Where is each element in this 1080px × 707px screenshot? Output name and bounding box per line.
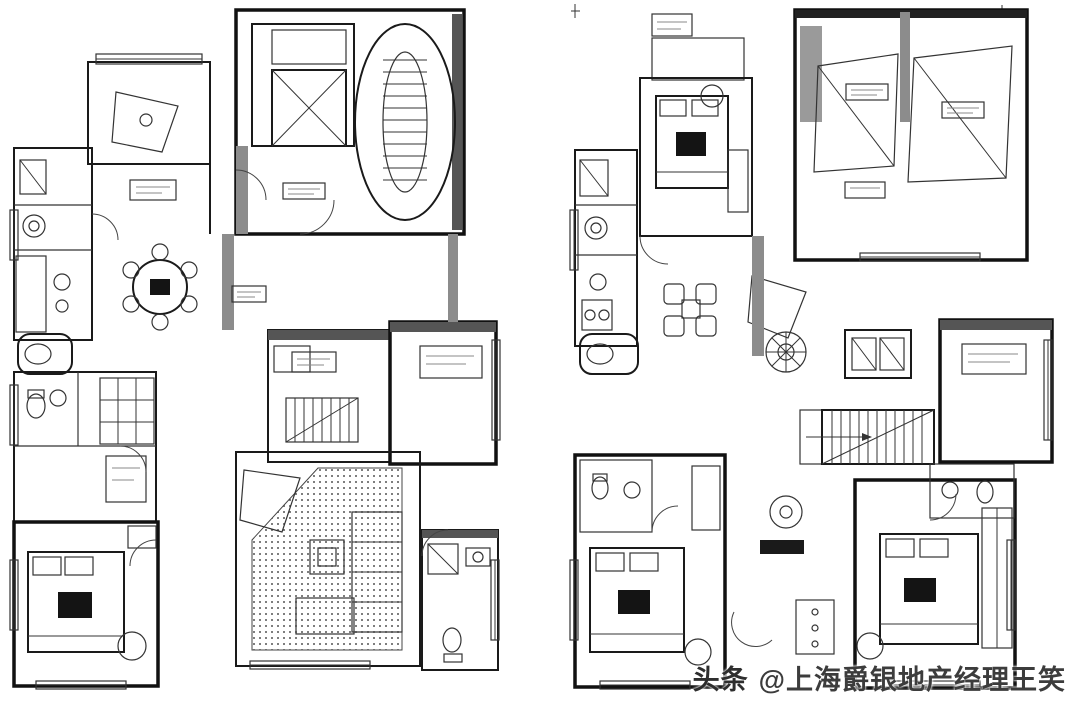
left-floor-plan	[9, 8, 501, 690]
carpet-texture	[251, 467, 403, 651]
right-mid-room	[938, 318, 1054, 464]
right-top-bedroom	[639, 13, 753, 265]
right-utility-room	[844, 329, 912, 379]
wardrobe-icon	[727, 149, 749, 213]
right-bottom-left-bedroom	[573, 453, 727, 690]
right-bottom-middle	[731, 495, 835, 655]
void-panel	[907, 45, 1013, 183]
stove-icon	[581, 299, 613, 331]
sink-icon	[49, 389, 67, 407]
sink-icon	[472, 551, 484, 563]
shower-icon	[427, 543, 459, 575]
left-windows	[9, 209, 19, 631]
elevator-icon	[271, 69, 347, 147]
corridor	[91, 164, 267, 330]
left-stair-elevator-core	[234, 8, 466, 236]
left-bay-room	[87, 53, 211, 165]
watermark-brand: 头条	[692, 665, 749, 695]
watermark: 头条 @上海爵银地产经理王笑	[693, 658, 1066, 697]
hall-cabinet	[129, 179, 177, 201]
toilet-icon	[591, 473, 609, 500]
right-kitchen-bath	[574, 149, 639, 375]
plant-icon	[765, 331, 807, 373]
side-table-icon	[769, 495, 803, 529]
inner-staircase-icon	[285, 397, 359, 443]
wardrobe-icon	[99, 377, 155, 445]
bathroom-fixtures	[929, 463, 1015, 519]
wardrobe-icon	[691, 465, 721, 531]
void-panel	[813, 53, 899, 173]
left-living-area	[235, 451, 421, 670]
tv-cabinet-icon	[760, 540, 804, 554]
piano-icon	[111, 91, 179, 153]
chair-icon	[117, 631, 147, 661]
wardrobe-icon	[981, 507, 1013, 649]
piano-icon	[239, 469, 301, 533]
washer-icon	[584, 216, 608, 240]
chair-icon	[684, 638, 712, 666]
oval-staircase-icon	[354, 23, 456, 221]
piano-icon	[747, 275, 807, 339]
toilet-icon	[26, 389, 46, 419]
washer-icon	[22, 214, 46, 238]
sink-icon	[589, 273, 607, 291]
left-bottom-bedroom	[12, 520, 160, 690]
sink-icon	[53, 273, 71, 291]
left-mid-rooms	[13, 371, 157, 523]
left-kitchen-bath	[13, 147, 93, 375]
dresser-icon	[795, 599, 835, 655]
chair-icon	[856, 632, 884, 660]
right-sitting-area	[663, 236, 807, 373]
bed-icon	[655, 95, 729, 189]
bathtub-icon	[17, 333, 73, 375]
room-label	[282, 182, 326, 200]
sink-icon	[623, 481, 641, 499]
sofa-icon	[295, 511, 403, 635]
bed-icon	[589, 547, 685, 653]
bed-icon	[27, 551, 125, 653]
watermark-handle: @上海爵银地产经理王笑	[758, 665, 1066, 695]
right-windows	[569, 209, 579, 641]
right-staircase-icon	[799, 409, 935, 465]
left-inner-stair-room	[267, 329, 391, 463]
right-bottom-right-bedroom	[853, 463, 1017, 690]
left-right-room	[388, 234, 501, 466]
right-terrace-void	[793, 8, 1029, 262]
bathtub-icon	[579, 333, 639, 375]
ceiling-fixture-icon	[700, 84, 724, 108]
toilet-icon	[442, 627, 463, 663]
right-floor-plan	[569, 4, 1054, 690]
dining-table-icon	[122, 243, 198, 331]
curved-bench-icon	[731, 611, 773, 647]
left-bottom-bathroom	[421, 529, 500, 671]
bed-icon	[879, 533, 979, 645]
